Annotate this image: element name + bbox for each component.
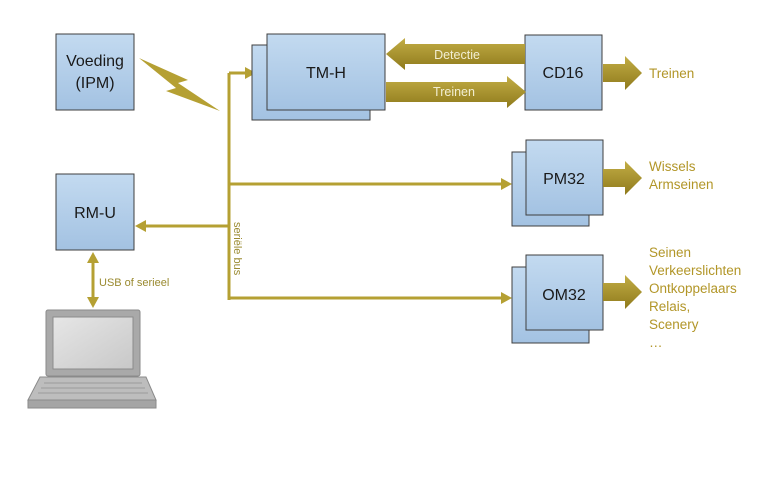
pm32-output-label-1: Wissels [649,159,696,174]
om32-output-label-6: … [649,335,663,350]
om32-output-label-5: Scenery [649,317,699,332]
bus-lines [145,71,505,300]
detectie-arrow: Detectie [386,38,525,70]
pm32-module-label: PM32 [543,171,585,188]
tmh-module[interactable]: TM-H [251,33,386,121]
om32-output-label-3: Ontkoppelaars [649,281,737,296]
detectie-arrow-label: Detectie [434,48,480,62]
treinen-arrow-label: Treinen [433,85,475,99]
om32-module-label: OM32 [542,287,586,304]
tmh-module-label: TM-H [306,65,346,82]
power-module[interactable]: Voeding (IPM) [55,33,135,111]
om32-output-label-4: Relais, [649,299,690,314]
cd16-output-arrow [603,56,642,90]
treinen-arrow: Treinen [386,76,526,108]
bus-label: seriële bus [231,222,243,276]
pm32-output-label-2: Armseinen [649,177,714,192]
rmu-module[interactable]: RM-U [55,173,135,251]
om32-output-arrow [603,275,642,309]
cd16-module-label: CD16 [543,65,584,82]
usb-link-label: USB of serieel [99,277,169,289]
om32-module[interactable]: OM32 [511,254,604,344]
lightning-bolt-icon [139,58,220,111]
power-module-label-line1: Voeding [66,53,124,70]
pm32-module[interactable]: PM32 [511,139,604,227]
usb-link-arrow [87,252,99,308]
laptop-icon [27,309,157,409]
cd16-module[interactable]: CD16 [524,34,603,111]
power-module-label-line2: (IPM) [75,75,114,92]
rmu-module-label: RM-U [74,205,116,222]
om32-output-label-1: Seinen [649,245,691,260]
om32-output-label-2: Verkeerslichten [649,263,741,278]
bus-arrowheads [135,67,512,304]
pm32-output-arrow [603,161,642,195]
cd16-output-label: Treinen [649,66,694,81]
